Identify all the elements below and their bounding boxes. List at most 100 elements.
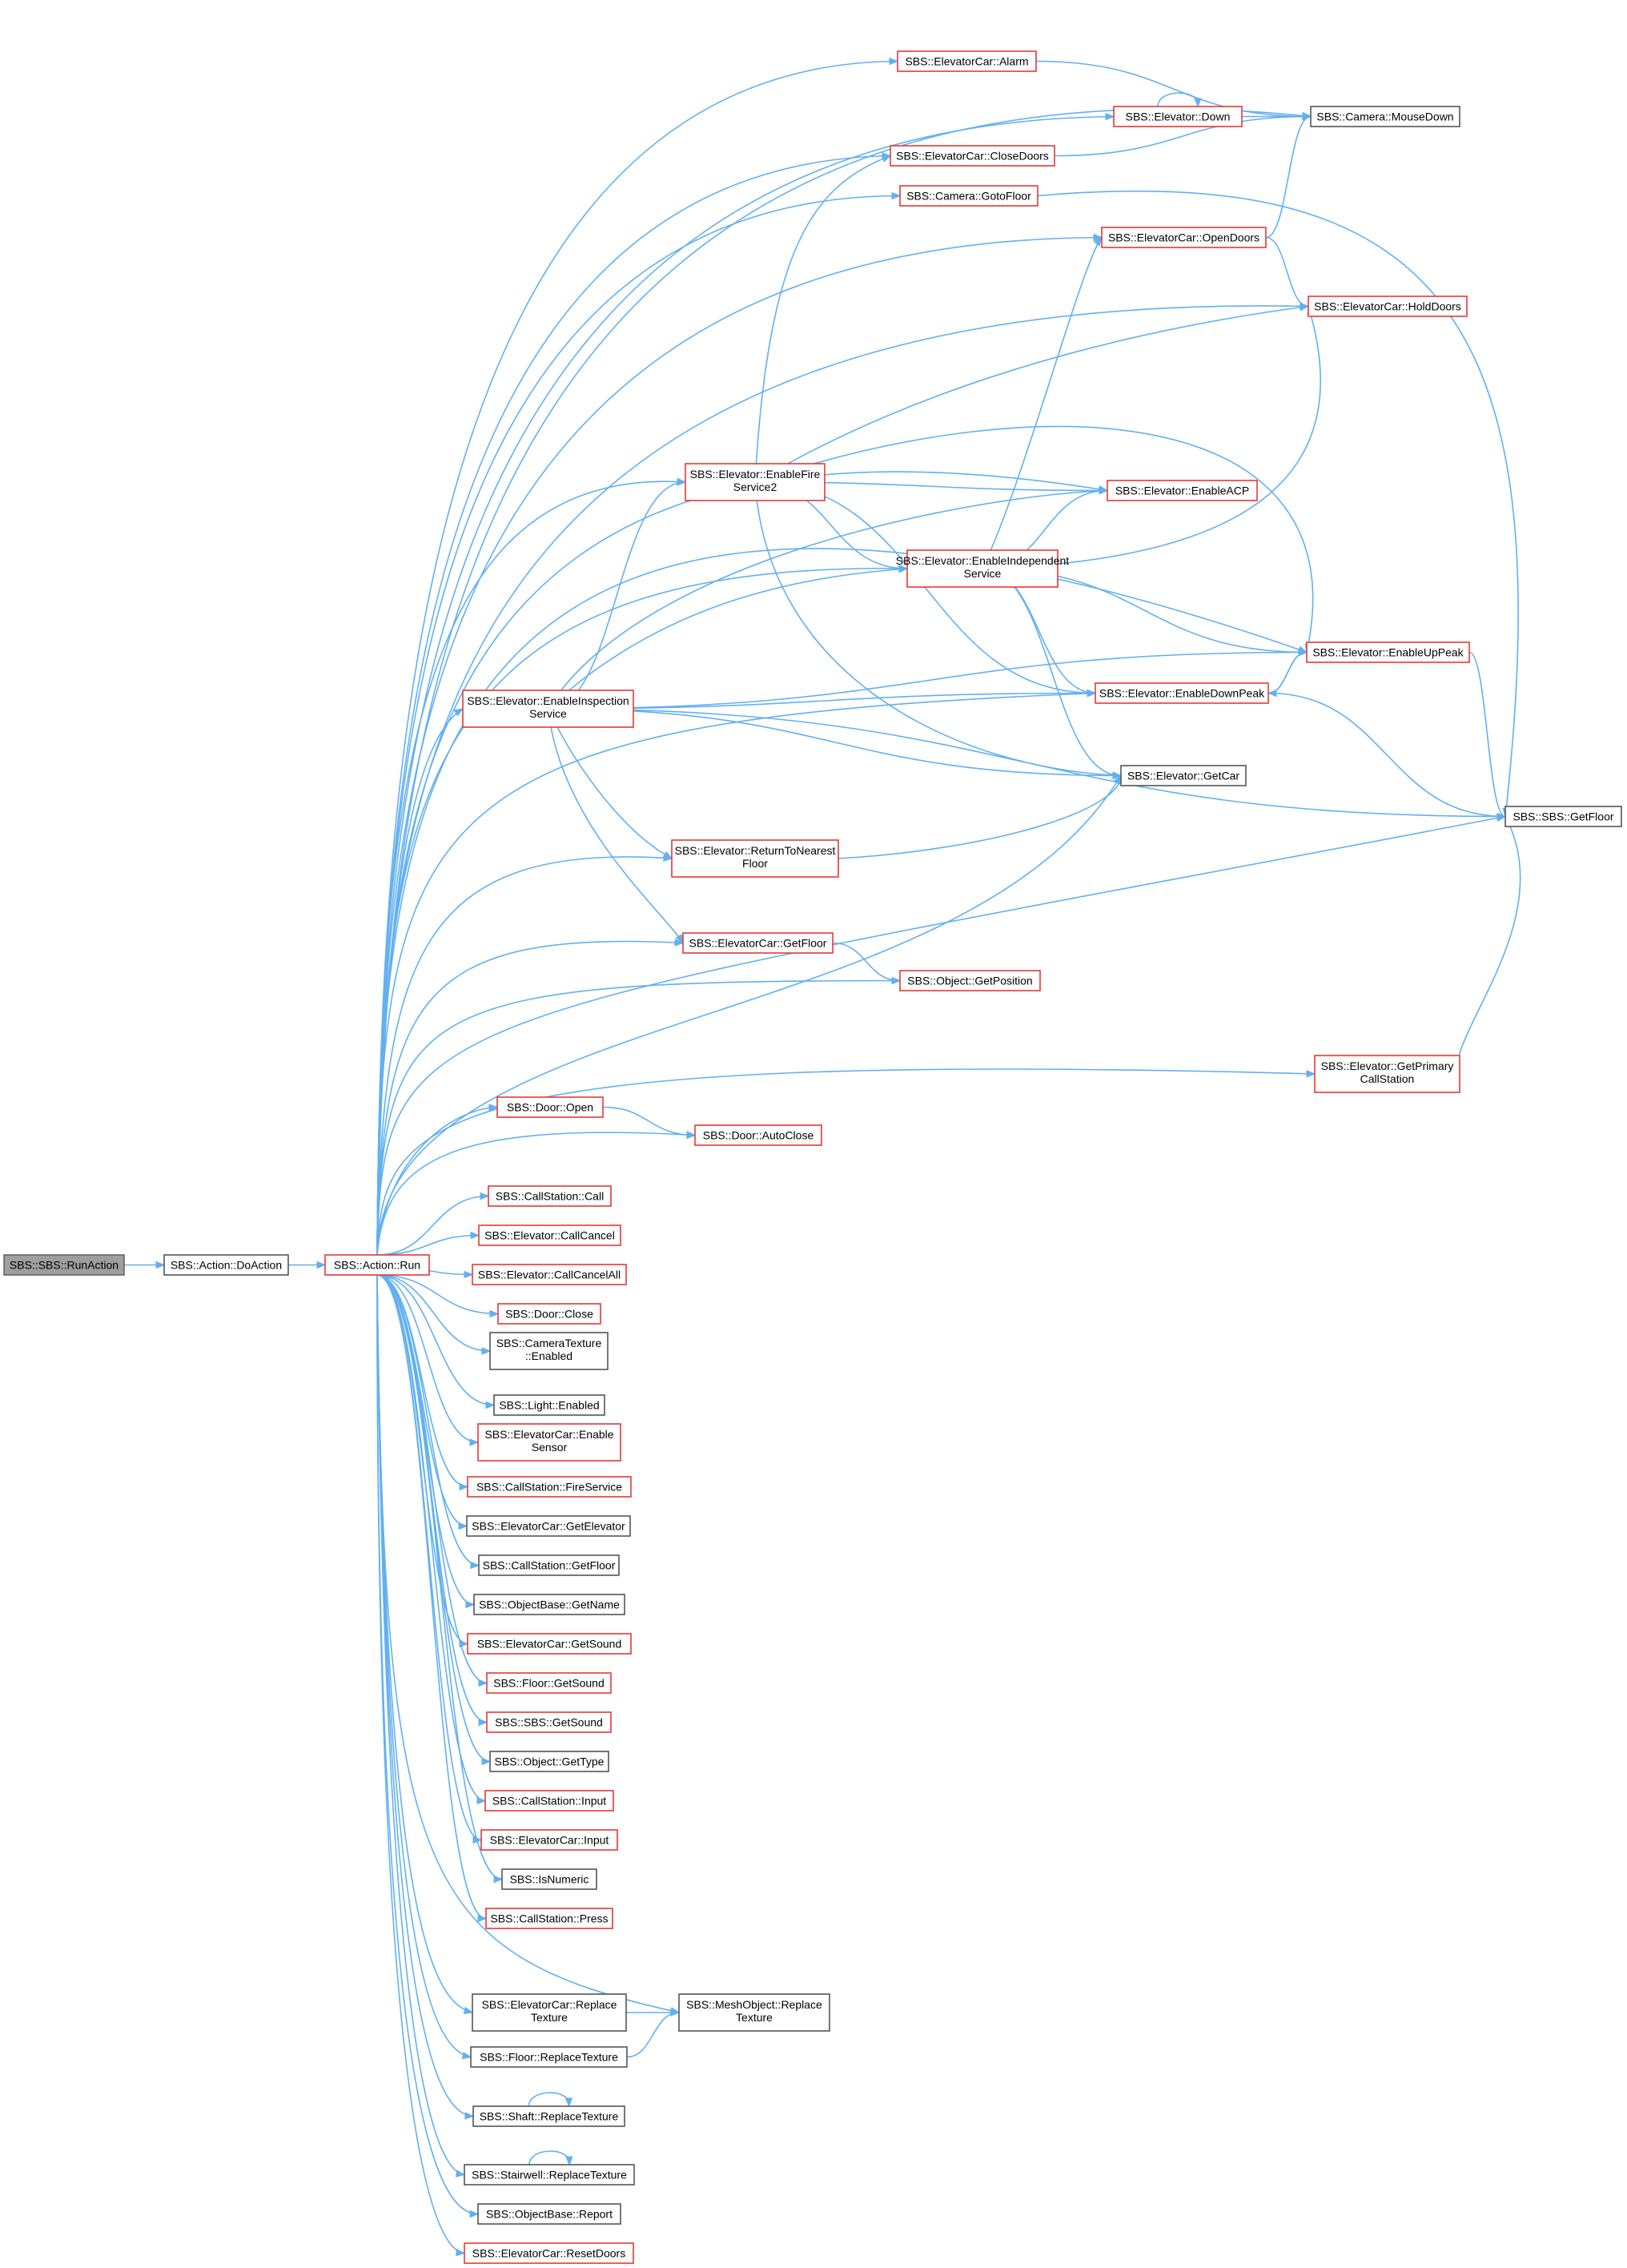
node-shaftreplace[interactable]: SBS::Shaft::ReplaceTexture <box>472 2105 625 2127</box>
node-fireservice[interactable]: SBS::CallStation::FireService <box>467 1476 632 1498</box>
call-edge <box>1265 112 1312 239</box>
node-label: SBS::CameraTexture <box>496 1337 602 1349</box>
node-label: SBS::Shaft::ReplaceTexture <box>480 2110 619 2123</box>
node-label: SBS::MeshObject::Replace <box>686 1998 822 2011</box>
node-enableuppeak[interactable]: SBS::Elevator::EnableUpPeak <box>1306 641 1470 663</box>
call-edge <box>754 304 1310 483</box>
node-getname[interactable]: SBS::ObjectBase::GetName <box>473 1594 625 1615</box>
node-label: ::Enabled <box>525 1349 572 1362</box>
node-floorreplace[interactable]: SBS::Floor::ReplaceTexture <box>470 2046 628 2068</box>
call-edge <box>376 1192 490 1256</box>
node-opendoors[interactable]: SBS::ElevatorCar::OpenDoors <box>1101 227 1267 248</box>
node-label: SBS::Floor::GetSound <box>493 1677 605 1690</box>
node-isnumeric[interactable]: SBS::IsNumeric <box>501 1868 597 1890</box>
node-cspress[interactable]: SBS::CallStation::Press <box>485 1908 613 1929</box>
call-edge <box>982 305 1321 569</box>
node-runaction[interactable]: SBS::SBS::RunAction <box>3 1254 125 1276</box>
call-edge <box>626 2009 681 2058</box>
call-edge <box>376 57 899 1256</box>
node-enableacp[interactable]: SBS::Elevator::EnableACP <box>1107 480 1258 501</box>
call-edge <box>1267 692 1507 821</box>
node-doorclose[interactable]: SBS::Door::Close <box>497 1303 601 1325</box>
node-csinput[interactable]: SBS::CallStation::Input <box>484 1790 614 1812</box>
node-closedoors[interactable]: SBS::ElevatorCar::CloseDoors <box>890 145 1055 167</box>
node-label: CallStation <box>1360 1072 1415 1085</box>
node-alarm[interactable]: SBS::ElevatorCar::Alarm <box>897 50 1037 72</box>
node-label: SBS::Elevator::ReturnToNearest <box>675 844 836 857</box>
node-lightenabled[interactable]: SBS::Light::Enabled <box>493 1394 605 1416</box>
node-mousedown[interactable]: SBS::Camera::MouseDown <box>1310 106 1460 127</box>
call-edge <box>548 708 1123 780</box>
node-meshreplace[interactable]: SBS::MeshObject::ReplaceTexture <box>678 1993 830 2032</box>
call-edge <box>376 565 909 1256</box>
node-label: SBS::Door::Open <box>507 1101 593 1114</box>
node-enabledownpeak[interactable]: SBS::Elevator::EnableDownPeak <box>1095 682 1269 704</box>
node-cargetsound[interactable]: SBS::ElevatorCar::GetSound <box>467 1633 632 1655</box>
node-resetdoors[interactable]: SBS::ElevatorCar::ResetDoors <box>464 2242 634 2264</box>
node-gotofloor[interactable]: SBS::Camera::GotoFloor <box>899 185 1038 207</box>
call-edge <box>1267 648 1308 694</box>
call-edge <box>754 425 1314 653</box>
call-edge <box>376 1274 466 2178</box>
node-callcancel[interactable]: SBS::Elevator::CallCancel <box>478 1224 621 1246</box>
node-floorgetsound[interactable]: SBS::Floor::GetSound <box>486 1672 612 1694</box>
node-label: SBS::ElevatorCar::GetElevator <box>472 1520 625 1533</box>
call-edge <box>376 1274 504 1884</box>
node-autoclose[interactable]: SBS::Door::AutoClose <box>694 1124 822 1146</box>
node-label: SBS::Object::GetType <box>495 1755 605 1768</box>
node-label: SBS::Elevator::EnableUpPeak <box>1312 646 1464 659</box>
node-stairreplace[interactable]: SBS::Stairwell::ReplaceTexture <box>464 2164 635 2186</box>
node-label: SBS::Elevator::EnableInspection <box>467 694 629 707</box>
node-doaction[interactable]: SBS::Action::DoAction <box>163 1254 289 1276</box>
call-edge <box>548 478 687 710</box>
node-label: SBS::ElevatorCar::OpenDoors <box>1108 231 1259 244</box>
call-edge <box>376 477 687 1256</box>
node-label: Service2 <box>733 481 777 493</box>
call-edge <box>547 708 673 859</box>
node-getelevator[interactable]: SBS::ElevatorCar::GetElevator <box>466 1515 631 1537</box>
call-edge <box>982 236 1103 569</box>
node-down[interactable]: SBS::Elevator::Down <box>1113 106 1243 127</box>
call-edge <box>754 481 1123 779</box>
node-label: SBS::Stairwell::ReplaceTexture <box>472 2169 627 2182</box>
node-dooropen[interactable]: SBS::Door::Open <box>496 1096 604 1118</box>
call-edge <box>376 1274 472 2060</box>
node-report[interactable]: SBS::ObjectBase::Report <box>477 2203 621 2225</box>
call-edge <box>1157 92 1202 108</box>
node-label: SBS::CallStation::Press <box>490 1912 608 1925</box>
node-label: SBS::Elevator::Down <box>1126 111 1231 123</box>
node-label: SBS::CallStation::GetFloor <box>483 1559 616 1572</box>
node-run[interactable]: SBS::Action::Run <box>324 1254 430 1276</box>
call-edge <box>376 108 1312 1256</box>
node-sbsgetsound[interactable]: SBS::SBS::GetSound <box>486 1711 612 1733</box>
node-getcar[interactable]: SBS::Elevator::GetCar <box>1120 765 1247 786</box>
node-getposition[interactable]: SBS::Object::GetPosition <box>899 970 1041 991</box>
node-label: SBS::Floor::ReplaceTexture <box>480 2051 618 2064</box>
node-holddoors[interactable]: SBS::ElevatorCar::HoldDoors <box>1308 296 1468 317</box>
node-label: Sensor <box>532 1441 568 1454</box>
node-label: SBS::ElevatorCar::GetFloor <box>689 937 827 950</box>
node-csgetfloor[interactable]: SBS::CallStation::GetFloor <box>478 1554 620 1576</box>
call-edge <box>376 548 1308 1256</box>
node-camtex[interactable]: SBS::CameraTexture::Enabled <box>489 1332 609 1370</box>
call-edge <box>1468 651 1507 821</box>
node-carreplace[interactable]: SBS::ElevatorCar::ReplaceTexture <box>472 1993 627 2032</box>
node-cargetfloor[interactable]: SBS::ElevatorCar::GetFloor <box>682 932 834 954</box>
node-label: SBS::Elevator::CallCancel <box>484 1229 615 1242</box>
node-label: SBS::ElevatorCar::ResetDoors <box>472 2247 625 2260</box>
node-label: SBS::Elevator::EnableACP <box>1115 485 1249 497</box>
node-carinput[interactable]: SBS::ElevatorCar::Input <box>480 1829 618 1851</box>
node-csCall[interactable]: SBS::CallStation::Call <box>488 1185 612 1207</box>
node-gettype[interactable]: SBS::Object::GetType <box>489 1751 609 1772</box>
node-label: SBS::Elevator::CallCancelAll <box>478 1269 621 1281</box>
node-sbsgetfloor[interactable]: SBS::SBS::GetFloor <box>1504 806 1622 827</box>
call-edge <box>838 774 1125 859</box>
node-callcancelall[interactable]: SBS::Elevator::CallCancelAll <box>472 1264 627 1285</box>
